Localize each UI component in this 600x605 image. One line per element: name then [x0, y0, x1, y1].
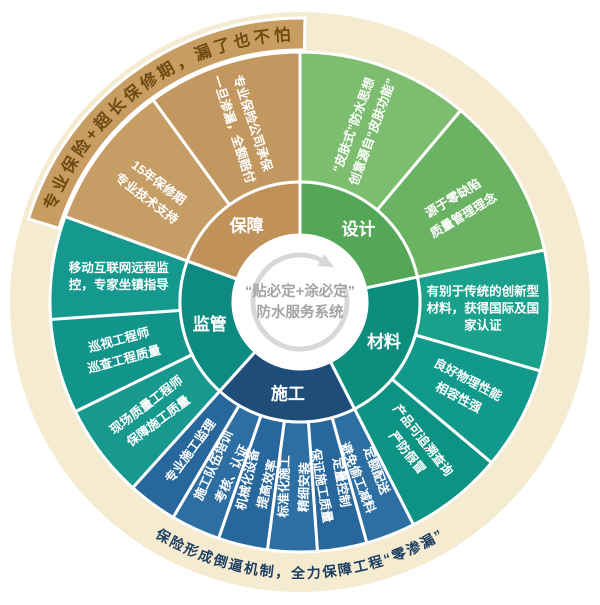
- cycle-arrow-head: [317, 253, 334, 268]
- cycle-arrow-icon: [250, 252, 350, 352]
- sector-construction: 施工定额配送避免偷工减料定量控制保证施工质量标准化施工精细安装机械化设备提高效率…: [131, 350, 415, 554]
- sector-supervision: 监管现场质量工程师保障施工质量巡视工程师巡查工程质量移动互联网远程监控，专家坐镇…: [48, 214, 257, 490]
- guarantee-crescent: [26, 16, 307, 231]
- sector-guarantee-label: 保障: [229, 215, 264, 235]
- segment-text: 控，专家坐镇指导: [69, 277, 170, 292]
- segment-text: 移动互联网远程监: [69, 260, 170, 275]
- segment-text: 家认证: [464, 317, 502, 332]
- sector-construction-label: 施工: [271, 384, 305, 404]
- center-title-line2: 防水服务系统: [257, 303, 344, 321]
- segment-text: 有别于传统的创新型: [427, 283, 540, 298]
- segment-text: 精细安装: [296, 461, 313, 512]
- center-title-line1: “贴必定+涂必定”: [245, 282, 355, 300]
- segment-text: 材料，获得国际及国: [426, 300, 540, 315]
- sector-material-label: 材料: [367, 332, 401, 352]
- segment-text: 标准化施工: [275, 454, 292, 518]
- sector-supervision-label: 监管: [193, 314, 227, 334]
- sector-design-label: 设计: [342, 219, 376, 239]
